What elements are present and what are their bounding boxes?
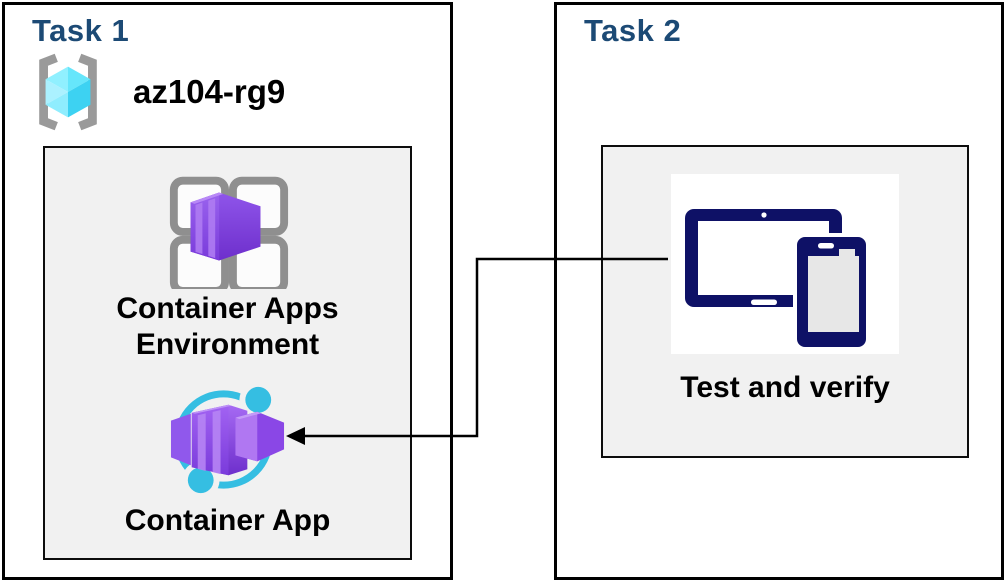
task2-title: Task 2	[584, 13, 682, 48]
task1-inner-panel: Container Apps Environment	[43, 146, 412, 560]
resource-group-row: az104-rg9	[27, 51, 285, 133]
container-app-icon	[170, 380, 284, 500]
container-app-label: Container App	[124, 504, 331, 537]
resource-group-icon	[39, 53, 97, 131]
test-and-verify-label: Test and verify	[680, 371, 890, 404]
task1-box: Task 1 az104-rg9	[2, 2, 453, 580]
tablet-and-phone-icon	[685, 209, 870, 351]
container-apps-environment-icon	[169, 176, 288, 289]
task2-box: Task 2 Test and verify	[554, 2, 1004, 580]
task2-inner-panel: Test and verify	[601, 145, 969, 458]
device-icon-area	[671, 174, 899, 354]
container-apps-environment-label: Container Apps Environment	[116, 292, 339, 361]
resource-group-name: az104-rg9	[133, 73, 286, 110]
task1-title: Task 1	[32, 13, 130, 48]
